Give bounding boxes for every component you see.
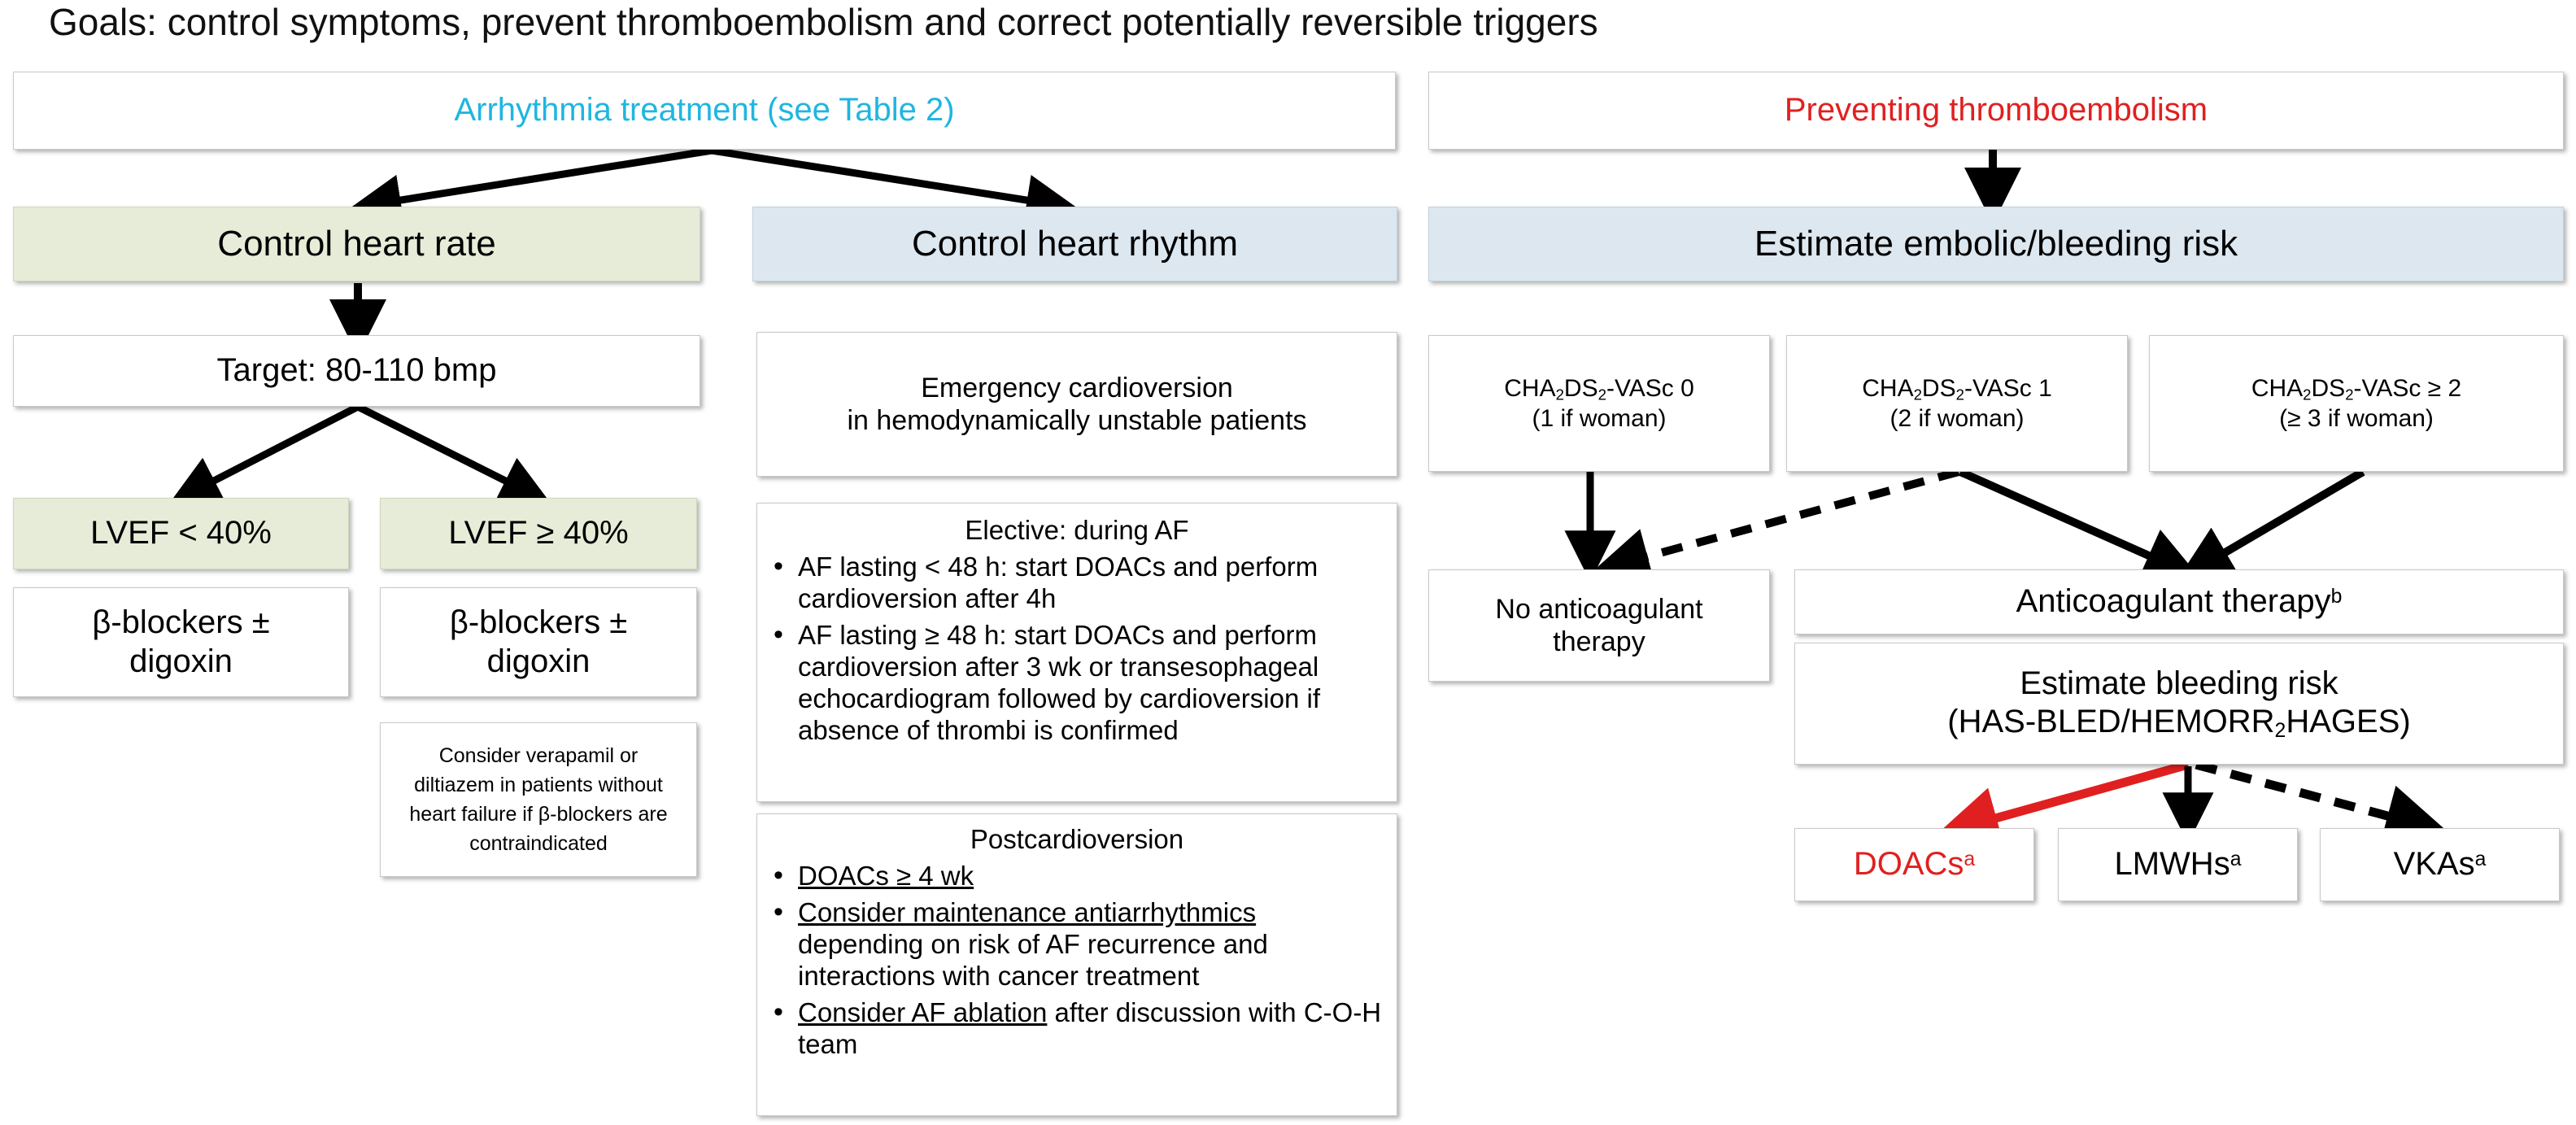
page-title: Goals: control symptoms, prevent thrombo… bbox=[49, 1, 1598, 43]
arrhythmia-treatment-header-label: Arrhythmia treatment (see Table 2) bbox=[454, 92, 955, 129]
estimate-embolic-risk-band[interactable]: Estimate embolic/bleeding risk bbox=[1428, 207, 2564, 281]
doacs-label: DOACsa bbox=[1853, 846, 1976, 883]
lvef-high-label: LVEF ≥ 40% bbox=[448, 515, 629, 552]
list-item: Consider maintenance antiarrhythmics dep… bbox=[765, 896, 1388, 992]
control-heart-rhythm-label: Control heart rhythm bbox=[911, 224, 1239, 264]
postcardioversion-bullet-list: DOACs ≥ 4 wk Consider maintenance antiar… bbox=[765, 859, 1388, 1061]
list-item-underlined: Consider AF ablation bbox=[798, 996, 1048, 1027]
verapamil-note-box[interactable]: Consider verapamil or diltiazem in patie… bbox=[380, 722, 697, 877]
arrow-bleeding-to-vkas-dashed bbox=[2195, 760, 2448, 847]
postcardioversion-box[interactable]: Postcardioversion DOACs ≥ 4 wk Consider … bbox=[756, 813, 1397, 1116]
preventing-thromboembolism-header-label: Preventing thromboembolism bbox=[1784, 92, 2208, 129]
arrow-bleeding-to-doacs-red bbox=[1936, 760, 2190, 848]
lvef-low-box[interactable]: LVEF < 40% bbox=[13, 498, 349, 569]
verapamil-note-line2: diltiazem in patients without bbox=[414, 773, 663, 796]
list-item: AF lasting < 48 h: start DOACs and perfo… bbox=[765, 550, 1388, 615]
emergency-cardioversion-line1: Emergency cardioversion bbox=[921, 372, 1233, 403]
anticoagulant-therapy-label: Anticoagulant therapyb bbox=[2016, 583, 2343, 620]
elective-af-title: Elective: during AF bbox=[965, 515, 1189, 545]
verapamil-note-line4: contraindicated bbox=[469, 832, 608, 856]
estimate-bleeding-risk-line2: (HAS-BLED/HEMORR2HAGES) bbox=[1947, 703, 2411, 743]
lvef-low-drugs-box[interactable]: β-blockers ± digoxin bbox=[13, 587, 349, 697]
cha2ds2-vasc-0-sub: (1 if woman) bbox=[1532, 404, 1667, 432]
lvef-low-label: LVEF < 40% bbox=[90, 515, 272, 552]
postcardioversion-title: Postcardioversion bbox=[970, 824, 1184, 854]
arrow-arrhythmia-to-rate bbox=[350, 146, 713, 226]
arrow-vasc1-to-no-anticoag-dashed bbox=[1592, 468, 1960, 584]
lvef-high-box[interactable]: LVEF ≥ 40% bbox=[380, 498, 697, 569]
list-item: AF lasting ≥ 48 h: start DOACs and perfo… bbox=[765, 618, 1388, 747]
list-item-rest: after discussion with C-O-H team bbox=[798, 996, 1382, 1059]
cha2ds2-vasc-0-score: CHA2DS2-VASc 0 bbox=[1504, 375, 1694, 403]
preventing-thromboembolism-header[interactable]: Preventing thromboembolism bbox=[1428, 72, 2564, 150]
lvef-high-drugs-box[interactable]: β-blockers ± digoxin bbox=[380, 587, 697, 697]
control-heart-rate-label: Control heart rate bbox=[217, 224, 496, 264]
cha2ds2-vasc-1-sub: (2 if woman) bbox=[1890, 404, 2025, 432]
verapamil-note-line3: heart failure if β-blockers are bbox=[409, 803, 668, 826]
arrow-vasc2-to-anticoag bbox=[2176, 468, 2365, 582]
list-item: DOACs ≥ 4 wk bbox=[765, 859, 1388, 892]
cha2ds2-vasc-1-box[interactable]: CHA2DS2-VASc 1 (2 if woman) bbox=[1786, 335, 2128, 472]
lvef-low-drugs-line1: β-blockers ± bbox=[92, 604, 270, 641]
emergency-cardioversion-box[interactable]: Emergency cardioversion in hemodynamical… bbox=[756, 332, 1397, 477]
anticoagulant-therapy-box[interactable]: Anticoagulant therapyb bbox=[1794, 569, 2564, 634]
control-heart-rate-band[interactable]: Control heart rate bbox=[13, 207, 700, 281]
lmwhs-box[interactable]: LMWHsa bbox=[2058, 828, 2298, 901]
emergency-cardioversion-line2: in hemodynamically unstable patients bbox=[847, 405, 1307, 436]
cha2ds2-vasc-2-score: CHA2DS2-VASc ≥ 2 bbox=[2251, 375, 2462, 403]
elective-af-box[interactable]: Elective: during AF AF lasting < 48 h: s… bbox=[756, 503, 1397, 802]
target-heart-rate-label: Target: 80-110 bmp bbox=[216, 352, 497, 389]
no-anticoagulant-line1: No anticoagulant bbox=[1495, 593, 1703, 625]
arrow-arrhythmia-to-rhythm bbox=[711, 146, 1078, 226]
arrow-target-to-lvef-high bbox=[355, 403, 551, 504]
cha2ds2-vasc-0-box[interactable]: CHA2DS2-VASc 0 (1 if woman) bbox=[1428, 335, 1770, 472]
doacs-box[interactable]: DOACsa bbox=[1794, 828, 2034, 901]
vkas-label: VKAsa bbox=[2393, 846, 2487, 883]
lvef-high-drugs-line2: digoxin bbox=[486, 643, 591, 679]
lvef-low-drugs-line2: digoxin bbox=[129, 643, 233, 679]
elective-af-bullet-list: AF lasting < 48 h: start DOACs and perfo… bbox=[765, 550, 1388, 747]
list-item-rest: depending on risk of AF recurrence and i… bbox=[798, 928, 1268, 991]
cha2ds2-vasc-2-sub: (≥ 3 if woman) bbox=[2279, 404, 2434, 432]
lvef-high-drugs-line1: β-blockers ± bbox=[449, 604, 628, 641]
no-anticoagulant-line2: therapy bbox=[1553, 626, 1645, 657]
verapamil-note-line1: Consider verapamil or bbox=[438, 743, 639, 767]
arrow-target-to-lvef-low bbox=[168, 403, 360, 504]
control-heart-rhythm-band[interactable]: Control heart rhythm bbox=[752, 207, 1397, 281]
lmwhs-label: LMWHsa bbox=[2114, 846, 2242, 883]
estimate-bleeding-risk-box[interactable]: Estimate bleeding risk (HAS-BLED/HEMORR2… bbox=[1794, 643, 2564, 765]
estimate-embolic-risk-label: Estimate embolic/bleeding risk bbox=[1754, 224, 2238, 264]
list-item: Consider AF ablation after discussion wi… bbox=[765, 996, 1388, 1061]
estimate-bleeding-risk-line1: Estimate bleeding risk bbox=[2020, 665, 2338, 701]
arrow-vasc1-to-anticoag bbox=[1958, 468, 2201, 582]
vkas-box[interactable]: VKAsa bbox=[2320, 828, 2560, 901]
cha2ds2-vasc-1-score: CHA2DS2-VASc 1 bbox=[1862, 375, 2052, 403]
list-item-underlined: Consider maintenance antiarrhythmics bbox=[798, 896, 1257, 927]
arrhythmia-treatment-header[interactable]: Arrhythmia treatment (see Table 2) bbox=[13, 72, 1396, 150]
list-item-underlined: DOACs ≥ 4 wk bbox=[798, 860, 974, 891]
no-anticoagulant-therapy-box[interactable]: No anticoagulant therapy bbox=[1428, 569, 1770, 682]
target-heart-rate-box[interactable]: Target: 80-110 bmp bbox=[13, 335, 700, 407]
cha2ds2-vasc-2-box[interactable]: CHA2DS2-VASc ≥ 2 (≥ 3 if woman) bbox=[2149, 335, 2564, 472]
